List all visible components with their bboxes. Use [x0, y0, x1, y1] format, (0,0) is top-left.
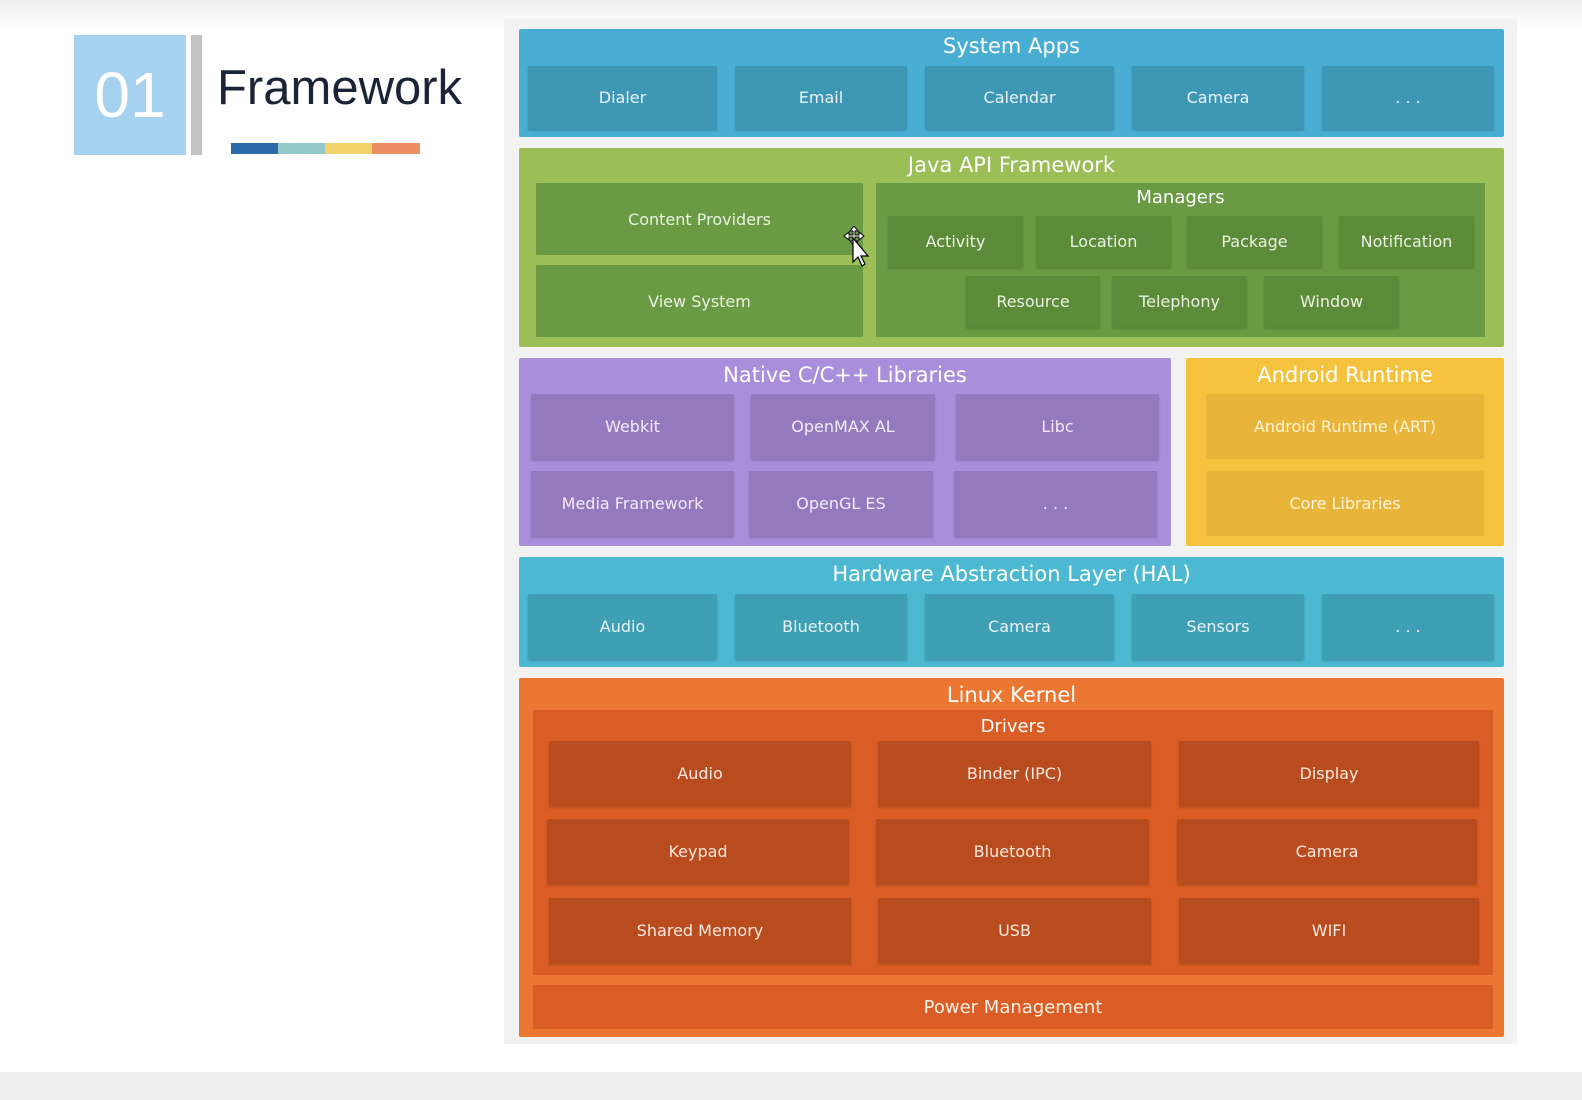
driver-box-audio: Audio [549, 741, 851, 806]
java-api-title: Java API Framework [907, 153, 1116, 177]
manager-box-package: Package [1187, 216, 1322, 267]
driver-box-bluetooth: Bluetooth [876, 819, 1149, 884]
manager-box-location: Location [1036, 216, 1171, 267]
android-runtime-layer: Android Runtime Android Runtime (ART) Co… [1186, 358, 1504, 546]
mouse-cursor-icon [843, 226, 870, 267]
hal-layer: Hardware Abstraction Layer (HAL) Audio B… [519, 557, 1504, 667]
power-management-box: Power Management [533, 985, 1493, 1029]
hal-box-sensors: Sensors [1132, 594, 1304, 659]
color-stripe-3 [325, 143, 372, 154]
native-box-libc: Libc [956, 394, 1159, 459]
drivers-title: Drivers [980, 716, 1046, 737]
android-runtime-title: Android Runtime [1257, 363, 1433, 387]
color-stripe-2 [278, 143, 325, 154]
driver-box-shared-memory: Shared Memory [549, 898, 851, 963]
hal-title: Hardware Abstraction Layer (HAL) [832, 562, 1191, 586]
linux-kernel-layer: Linux Kernel Drivers Audio Binder (IPC) … [519, 678, 1504, 1037]
slide-bottom-band [0, 1072, 1582, 1100]
slide-title: Framework [217, 61, 463, 115]
linux-kernel-title: Linux Kernel [946, 683, 1077, 707]
content-providers-box: Content Providers [536, 183, 863, 255]
native-box-more: . . . [954, 471, 1157, 536]
driver-box-wifi: WIFI [1179, 898, 1479, 963]
driver-box-camera: Camera [1177, 819, 1477, 884]
native-libraries-layer: Native C/C++ Libraries Webkit OpenMAX AL… [519, 358, 1171, 546]
section-number-badge: 01 [74, 35, 186, 155]
system-apps-title: System Apps [943, 34, 1080, 58]
managers-title: Managers [1136, 187, 1225, 208]
manager-box-resource: Resource [966, 276, 1100, 327]
core-libraries-box: Core Libraries [1206, 471, 1484, 536]
app-box-more: . . . [1322, 66, 1494, 129]
hal-box-audio: Audio [528, 594, 717, 659]
driver-box-usb: USB [878, 898, 1151, 963]
native-libraries-title: Native C/C++ Libraries [723, 363, 967, 387]
hal-box-camera: Camera [925, 594, 1114, 659]
manager-box-activity: Activity [888, 216, 1023, 267]
hal-box-bluetooth: Bluetooth [735, 594, 907, 659]
hal-box-more: . . . [1322, 594, 1494, 659]
driver-box-display: Display [1179, 741, 1479, 806]
native-box-opengl: OpenGL ES [749, 471, 933, 536]
app-box-dialer: Dialer [528, 66, 717, 129]
color-stripe-4 [372, 143, 420, 154]
java-api-framework-layer: Java API Framework Content Providers Vie… [519, 148, 1504, 347]
system-apps-layer: System Apps Dialer Email Calendar Camera… [519, 29, 1504, 137]
native-box-webkit: Webkit [531, 394, 734, 459]
managers-group: Managers Activity Location Package Notif… [876, 183, 1485, 337]
driver-box-binder: Binder (IPC) [878, 741, 1151, 806]
manager-box-telephony: Telephony [1112, 276, 1247, 327]
manager-box-window: Window [1264, 276, 1399, 327]
art-box: Android Runtime (ART) [1206, 394, 1484, 459]
app-box-camera: Camera [1132, 66, 1304, 129]
app-box-email: Email [735, 66, 907, 129]
section-divider-bar [191, 35, 202, 155]
native-box-media-framework: Media Framework [531, 471, 734, 536]
manager-box-notification: Notification [1339, 216, 1474, 267]
drivers-group: Drivers Audio Binder (IPC) Display Keypa… [533, 710, 1493, 975]
native-box-openmax: OpenMAX AL [751, 394, 935, 459]
app-box-calendar: Calendar [925, 66, 1114, 129]
view-system-box: View System [536, 265, 863, 337]
color-stripe-1 [231, 143, 278, 154]
driver-box-keypad: Keypad [547, 819, 849, 884]
